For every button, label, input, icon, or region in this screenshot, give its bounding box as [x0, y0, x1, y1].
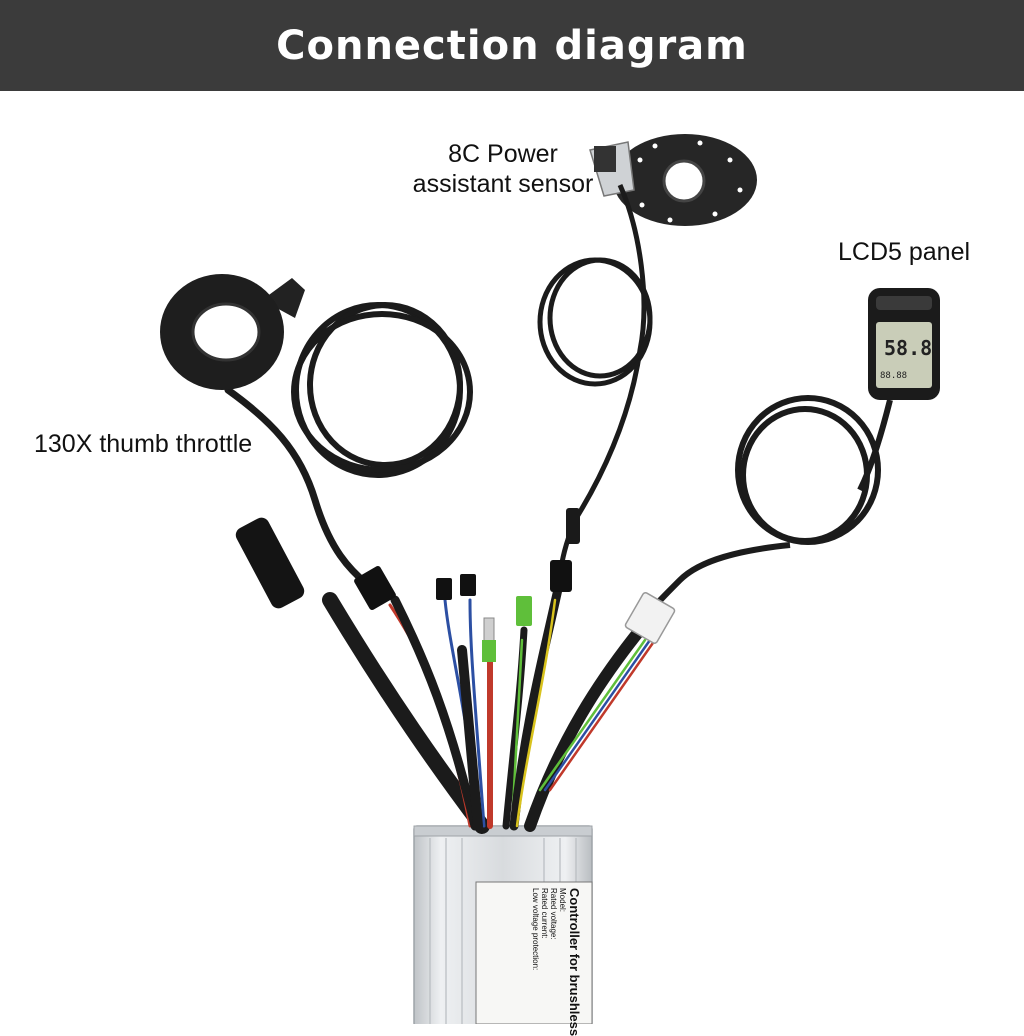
controller-spec-3: Low voltage protection:	[531, 888, 540, 971]
sensor-cable-coil	[537, 183, 653, 576]
sensor-connector	[550, 508, 580, 592]
label-lcd5-panel: LCD5 panel	[838, 238, 971, 266]
lcd-main-readout: 58.8	[884, 336, 932, 360]
label-pas-sensor: 8C Power assistant sensor	[398, 139, 608, 199]
throttle-connector	[354, 566, 396, 610]
controller-spec-0: Model:	[558, 888, 567, 913]
controller-spec-2: Rated current:	[540, 888, 549, 939]
green-connector	[516, 596, 532, 626]
label-pas-sensor-line1: 8C Power	[448, 140, 558, 168]
controller-box	[413, 825, 593, 1024]
label-pas-sensor-line2: assistant sensor	[412, 170, 594, 198]
pas-sensor	[589, 134, 757, 226]
throttle-cable-coil	[291, 302, 473, 478]
plug-connector	[235, 517, 305, 609]
thumb-throttle	[160, 274, 305, 390]
brake-connectors	[436, 574, 476, 600]
title-bar: Connection diagram	[0, 0, 1024, 91]
lcd-cable-coil	[647, 395, 893, 614]
lcd5-display: 58.8 88.88	[868, 288, 940, 400]
lcd-connector	[624, 592, 676, 644]
label-thumb-throttle: 130X thumb throttle	[34, 430, 253, 458]
cable-bundle	[224, 386, 657, 834]
power-lock-connector	[482, 617, 496, 662]
controller-sticker: Controller for brushless Model: Rated vo…	[478, 884, 588, 1036]
controller-title: Controller for brushless	[567, 888, 582, 1036]
page-title: Connection diagram	[276, 22, 748, 69]
lcd-secondary-readout: 88.88	[880, 371, 907, 381]
controller-spec-1: Rated voltage:	[549, 888, 558, 940]
